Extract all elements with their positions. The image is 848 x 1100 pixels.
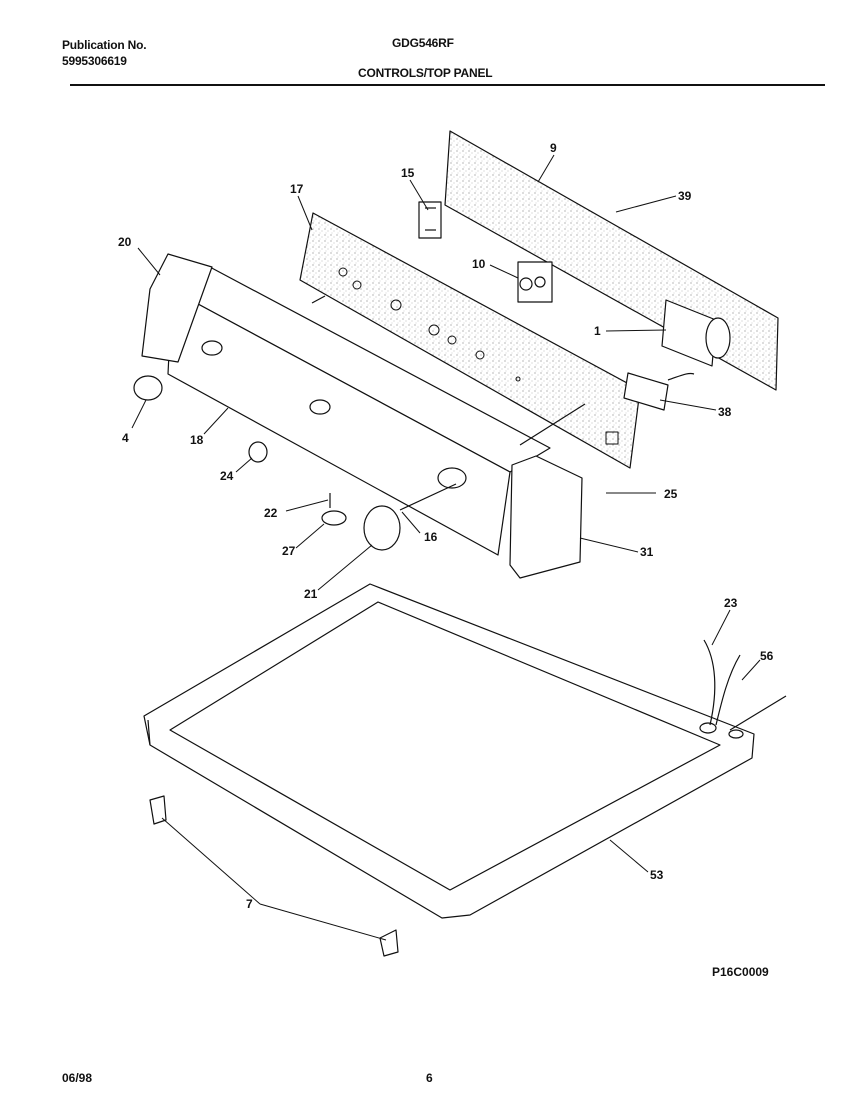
publication-label: Publication No.	[62, 38, 147, 52]
callout-56: 56	[760, 649, 774, 663]
left-end-cap-20	[141, 253, 213, 363]
right-end-cap-31	[509, 455, 583, 579]
callout-27: 27	[282, 544, 296, 558]
exploded-parts-diagram: 9 39 15 17 20 10 1 38 4 18 24 25 22 27 1…	[118, 130, 787, 979]
callout-4: 4	[122, 431, 129, 445]
callout-38: 38	[718, 405, 732, 419]
control-box-1	[661, 299, 717, 367]
callout-20: 20	[118, 235, 132, 249]
callout-9: 9	[550, 141, 557, 155]
callout-53: 53	[650, 868, 664, 882]
callout-24: 24	[220, 469, 234, 483]
knob-24	[248, 441, 268, 463]
footer-date: 06/98	[62, 1071, 93, 1085]
callout-31: 31	[640, 545, 654, 559]
callout-18: 18	[190, 433, 204, 447]
knob-21	[363, 505, 401, 551]
header-rule	[70, 84, 825, 86]
callout-17: 17	[290, 182, 304, 196]
callout-1: 1	[594, 324, 601, 338]
callout-21: 21	[304, 587, 318, 601]
section-title: CONTROLS/TOP PANEL	[358, 66, 493, 80]
switch-15	[418, 201, 442, 239]
bracket-38	[623, 372, 669, 411]
part-27	[321, 510, 347, 526]
callout-15: 15	[401, 166, 415, 180]
callout-22: 22	[264, 506, 278, 520]
callout-16: 16	[424, 530, 438, 544]
callout-25: 25	[664, 487, 678, 501]
callout-7: 7	[246, 897, 253, 911]
clip-7b	[379, 929, 399, 957]
publication-number: 5995306619	[62, 54, 127, 68]
clip-7a	[149, 795, 167, 825]
callout-23: 23	[724, 596, 738, 610]
control-bracket	[299, 212, 641, 469]
callout-10: 10	[472, 257, 486, 271]
callout-39: 39	[678, 189, 692, 203]
knob-4	[133, 375, 163, 401]
figure-code: P16C0009	[712, 965, 769, 979]
page-number: 6	[426, 1071, 433, 1085]
model-number: GDG546RF	[392, 36, 454, 50]
